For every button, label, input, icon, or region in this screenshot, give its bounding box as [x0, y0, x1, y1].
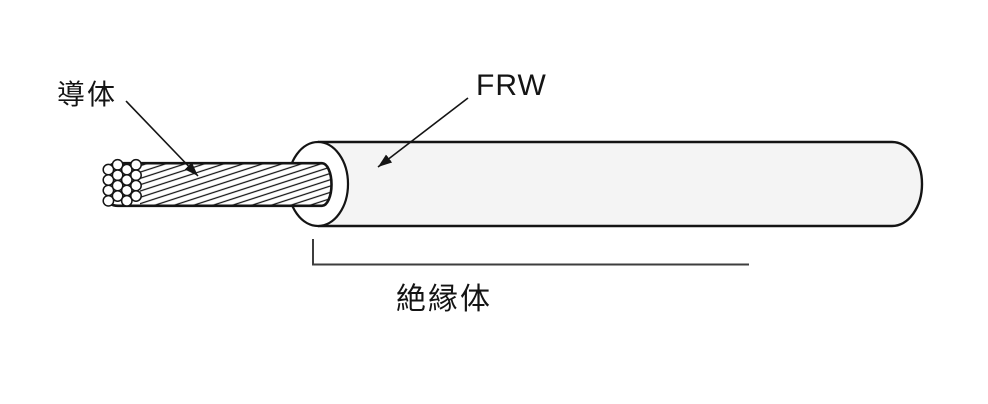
strand-circle	[130, 190, 142, 202]
strand-circle	[120, 194, 133, 207]
conductor-strand-ends	[102, 158, 142, 207]
conductor-leader-arrow	[125, 100, 199, 177]
insulator-label: 絶縁体	[396, 283, 492, 316]
conductor-strand-hatching	[140, 163, 332, 206]
strand-circle	[130, 169, 142, 182]
strand-circle	[102, 194, 115, 207]
strand-circle	[130, 179, 142, 192]
insulation-tube-fill	[318, 142, 922, 226]
frw-label: FRW	[476, 69, 547, 102]
conductor-label: 導体	[57, 79, 117, 110]
insulation-tube-outline	[318, 140, 924, 228]
strand-circle	[111, 190, 124, 202]
frw-leader-arrow	[377, 97, 469, 168]
insulator-bracket	[312, 239, 749, 266]
strand-circle	[130, 158, 142, 171]
